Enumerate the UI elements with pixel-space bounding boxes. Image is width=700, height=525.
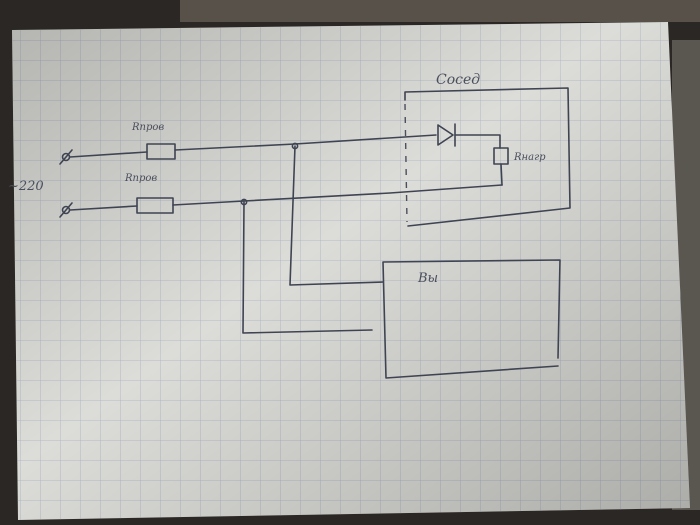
input-voltage-label: ~220 [8,179,44,194]
wire-input-bottom [69,205,138,211]
graph-paper-sheet [12,22,690,520]
load-resistor-label: Rнагр [513,152,546,163]
wire-load-to-bottom [500,163,503,186]
wire-drop-top [289,145,384,286]
wire-input-top [69,151,148,158]
wire-line-bottom [172,184,503,206]
resistor-top-label: Rпров [131,122,164,133]
neighbor-label: Сосед [436,72,480,88]
neighbor-box-outline [404,87,571,227]
newspaper-edge-top [180,0,700,22]
circuit-diagram: ~220 Rпров Rпров Сосед Rнагр [8,72,571,379]
resistor-top [146,143,176,160]
you-box-outline [382,259,561,379]
you-box-label: Вы [417,271,438,286]
resistor-bottom-label: Rпров [124,173,157,184]
wire-diode-to-load [454,134,501,149]
wire-drop-bottom [242,201,373,334]
